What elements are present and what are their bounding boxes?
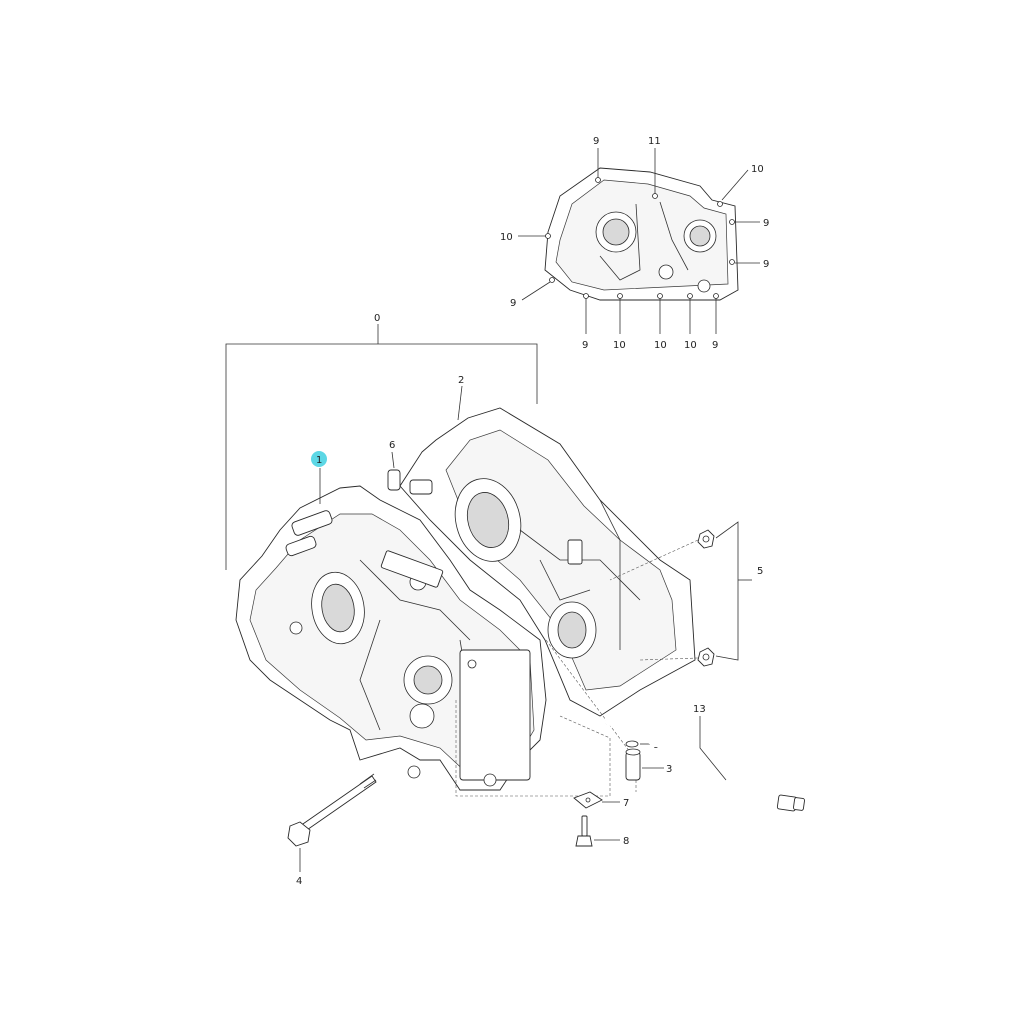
inset-callout-9-top: 9 xyxy=(593,136,599,147)
crankcase-left-half xyxy=(235,485,547,791)
inset-callout-9-right-b: 9 xyxy=(763,259,769,270)
plate-7 xyxy=(573,791,620,809)
guide-dashed-bracket xyxy=(455,700,611,797)
callout-4: 4 xyxy=(296,876,302,887)
breather-hose-13 xyxy=(604,706,805,812)
assembly-bracket-0 xyxy=(225,324,538,570)
callout-0: 0 xyxy=(374,313,380,324)
o-ring-12 xyxy=(625,740,650,748)
inset-callout-11: 11 xyxy=(648,136,661,147)
nut-5 xyxy=(609,521,752,667)
inset-callout-9-left: 9 xyxy=(510,298,516,309)
inset-callout-9-right-a: 9 xyxy=(763,218,769,229)
inset-callout-10-bottom-b: 10 xyxy=(654,340,667,351)
callout-5: 5 xyxy=(757,566,763,577)
inset-callout-9-bottom-a: 9 xyxy=(582,340,588,351)
long-bolt-4 xyxy=(287,773,377,872)
inset-crankcase-view xyxy=(518,148,760,334)
callout-2: 2 xyxy=(458,375,464,386)
inset-callout-10-top: 10 xyxy=(751,164,764,175)
inset-callout-10-left: 10 xyxy=(500,232,513,243)
callout-7: 7 xyxy=(623,798,629,809)
highlight-marker-1 xyxy=(311,451,327,467)
callout-3: 3 xyxy=(666,764,672,775)
leader-2 xyxy=(457,385,463,421)
callout-6: 6 xyxy=(389,440,395,451)
inset-callout-9-bottom-b: 9 xyxy=(712,340,718,351)
crankcase-right-half xyxy=(399,407,696,717)
small-bolt-8 xyxy=(575,815,620,847)
callout-8: 8 xyxy=(623,836,629,847)
dowel-pin-6 xyxy=(387,451,401,491)
inset-callout-10-bottom-c: 10 xyxy=(684,340,697,351)
inset-callout-10-bottom-a: 10 xyxy=(613,340,626,351)
strainer-3 xyxy=(625,748,664,781)
callout-13: 13 xyxy=(693,704,706,715)
guide-dashed-line xyxy=(545,639,637,761)
callout-1: 1 xyxy=(316,455,322,466)
